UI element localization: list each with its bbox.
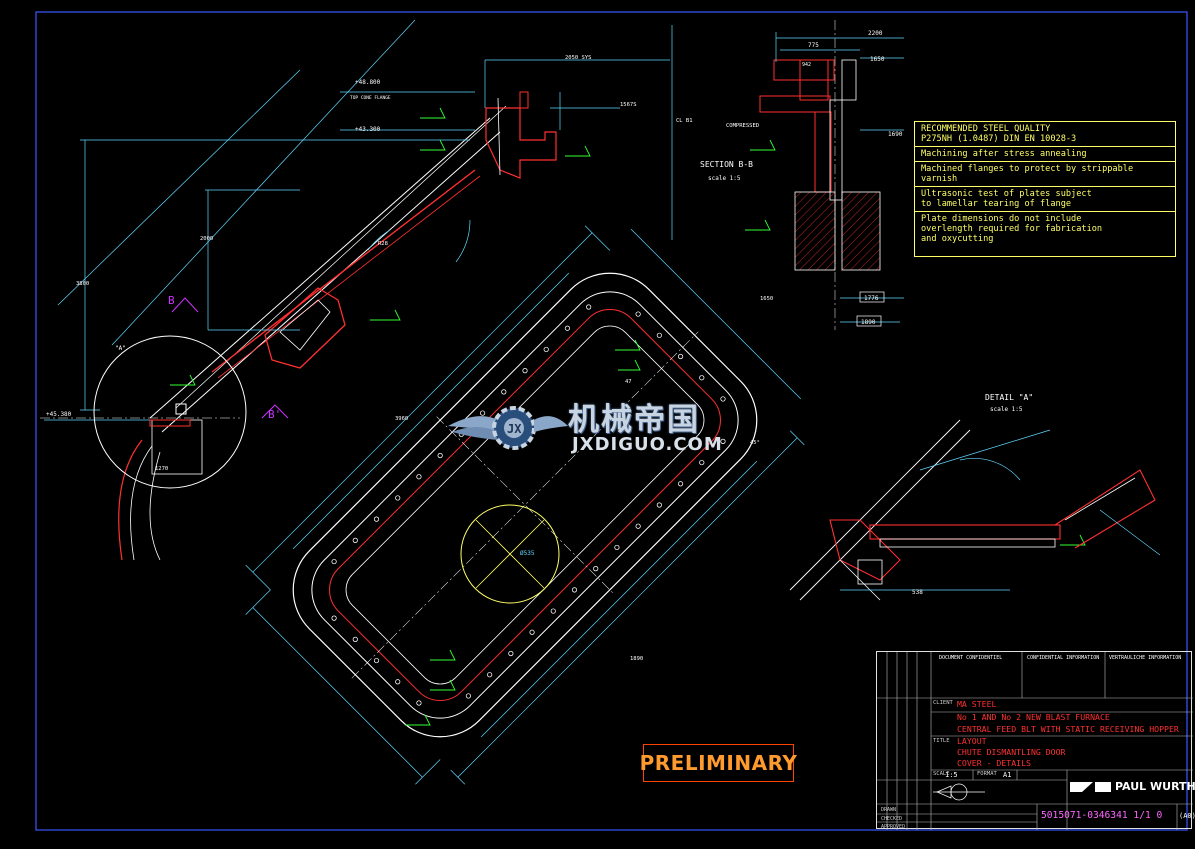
- dim-text: 1270: [155, 466, 168, 472]
- client-label: CLIENT: [933, 700, 953, 706]
- approved-label: APPROVED: [881, 824, 906, 830]
- hdr-1: DOCUMENT CONFIDENTIEL: [939, 655, 1003, 661]
- dim-text: 775: [808, 42, 819, 49]
- client: MA STEEL: [957, 699, 997, 709]
- callout-a: "A": [115, 345, 126, 352]
- scale-label: SCALE: [933, 771, 950, 777]
- dim-text: 1890: [630, 656, 643, 662]
- dim-text: 47: [625, 379, 632, 385]
- revision: (A0): [1179, 812, 1195, 820]
- top-cone-label: TOP CONE FLANGE: [350, 95, 391, 101]
- document-number: 5015071-0346341 1/1 0: [1041, 810, 1163, 821]
- elevation-2: +43.300: [355, 126, 381, 133]
- format-label: FORMAT: [977, 771, 997, 777]
- note-plate-dimensions: Plate dimensions do not include overleng…: [921, 214, 1103, 244]
- dimensions-left: [44, 19, 673, 421]
- section-b-prime-label: B': [268, 408, 281, 421]
- title-line-1: LAYOUT: [957, 736, 987, 746]
- dim-text: 2200: [868, 30, 883, 37]
- company-name: PAUL WURTH: [1115, 780, 1195, 793]
- elevation-1: +48.800: [355, 79, 381, 86]
- dim-text: 1567S: [620, 102, 637, 108]
- drawn-label: DRAWN: [881, 807, 897, 813]
- dim-text: 3800: [76, 281, 89, 287]
- checked-label: CHECKED: [881, 816, 903, 822]
- dim-text: R28: [378, 241, 388, 247]
- title-line-2: CHUTE DISMANTLING DOOR: [957, 747, 1066, 757]
- section-markers: [171, 297, 289, 419]
- section-title: SECTION B-B: [700, 160, 753, 169]
- dim-text: 2050 SYS: [565, 55, 592, 61]
- note-steel-quality: RECOMMENDED STEEL QUALITY P275NH (1.0487…: [915, 122, 1175, 147]
- dim-text: 3960: [395, 416, 408, 422]
- title-block: DOCUMENT CONFIDENTIEL CONFIDENTIAL INFOR…: [876, 651, 1195, 830]
- watermark-en: JXDIGUO.COM: [572, 434, 723, 455]
- section-b-label: B: [168, 294, 175, 307]
- title-label: TITLE: [933, 738, 950, 744]
- dim-text: CL B1: [676, 118, 693, 124]
- note-machining: Machining after stress annealing: [915, 147, 1175, 162]
- dim-text: 1650: [760, 296, 773, 302]
- detail-a-circle: [93, 335, 247, 489]
- dim-text: Ø535: [520, 550, 535, 557]
- format-value: A1: [1003, 771, 1012, 779]
- detail-scale: scale 1:5: [990, 406, 1023, 413]
- opening-circle: [460, 504, 560, 604]
- project-line-2: CENTRAL FEED BLT WITH STATIC RECEIVING H…: [957, 724, 1179, 734]
- hdr-3: VERTRAULICHE INFORMATION: [1109, 655, 1182, 661]
- project-line-1: No 1 AND No 2 NEW BLAST FURNACE: [957, 712, 1110, 722]
- weld-symbols: [170, 107, 1086, 726]
- drawing-frame: [35, 11, 1188, 831]
- detail-title: DETAIL "A": [985, 393, 1033, 402]
- dim-text: 1890: [861, 319, 876, 326]
- dim-text: 45°: [750, 440, 760, 446]
- watermark-cn: 机械帝国: [568, 402, 700, 438]
- scale-value: 1:5: [945, 771, 958, 779]
- notes-table: RECOMMENDED STEEL QUALITY P275NH (1.0487…: [914, 121, 1176, 257]
- dim-text: 1776: [864, 295, 879, 302]
- dim-text: 538: [912, 589, 923, 596]
- cover-plate: [245, 225, 805, 785]
- detail-a: [789, 419, 1161, 601]
- title-line-3: COVER - DETAILS: [957, 758, 1031, 768]
- section-scale: scale 1:5: [708, 175, 741, 182]
- svg-text:JX: JX: [507, 422, 522, 436]
- dim-text: 942: [802, 62, 811, 68]
- compressed-label: COMPRESSED: [726, 123, 759, 129]
- preliminary-stamp: PRELIMINARY: [640, 744, 797, 782]
- elevation-3: +45.380: [46, 411, 72, 418]
- note-ultrasonic: Ultrasonic test of plates subject to lam…: [915, 187, 1175, 212]
- dim-text: 1650: [870, 56, 885, 63]
- chute-section: [118, 91, 557, 561]
- title-block-grid: [877, 652, 1193, 830]
- gear-wings-icon: JX: [448, 406, 568, 450]
- dim-text: 2000: [200, 236, 213, 242]
- note-varnish: Machined flanges to protect by strippabl…: [915, 162, 1175, 187]
- dim-text: 1690: [888, 131, 903, 138]
- watermark: JX 机械帝国 JXDIGUO.COM: [448, 392, 758, 464]
- section-b-b: [759, 20, 904, 330]
- hdr-2: CONFIDENTIAL INFORMATION: [1027, 655, 1100, 661]
